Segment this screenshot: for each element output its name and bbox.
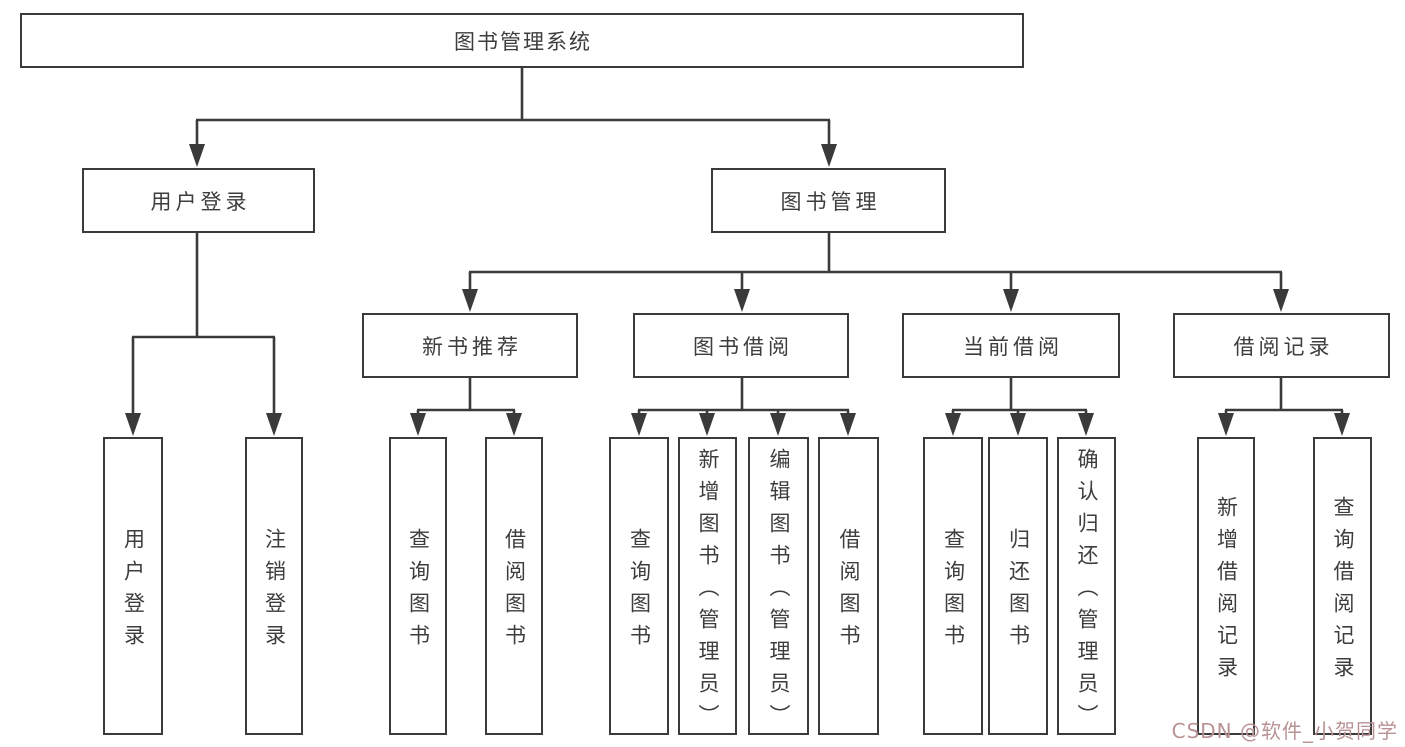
- leaf-query-books-current: 查询图书: [923, 437, 983, 735]
- leaf-edit-book-admin: 编辑图书（管理员）: [748, 437, 809, 736]
- leaf-logout: 注销登录: [245, 437, 303, 735]
- node-label: 图书管理: [780, 189, 881, 214]
- leaf-borrow-books: 借阅图书: [818, 437, 879, 735]
- node-label: 借阅图书: [502, 527, 527, 656]
- node-label: 图书管理系统: [454, 29, 592, 54]
- node-label: 借阅记录: [1233, 334, 1334, 359]
- node-label: 新增借阅记录: [1214, 495, 1239, 688]
- node-label: 新书推荐: [422, 334, 522, 359]
- watermark-text: CSDN @软件_小贺同学: [1171, 719, 1398, 743]
- node-label: 查询图书: [406, 527, 431, 656]
- leaf-query-books-recommend: 查询图书: [389, 437, 447, 735]
- node-book-borrow: 图书借阅: [633, 313, 849, 378]
- node-root: 图书管理系统: [20, 13, 1024, 68]
- node-user-login: 用户登录: [82, 168, 315, 233]
- leaf-confirm-return-admin: 确认归还（管理员）: [1057, 437, 1116, 736]
- node-label: 确认归还（管理员）: [1075, 447, 1099, 736]
- node-label: 归还图书: [1006, 527, 1031, 656]
- node-label: 查询图书: [627, 527, 652, 656]
- leaf-user-login: 用户登录: [103, 437, 163, 735]
- node-label: 注销登录: [262, 527, 287, 656]
- leaf-add-borrow-record: 新增借阅记录: [1197, 437, 1255, 735]
- node-current-borrow: 当前借阅: [902, 313, 1120, 378]
- leaf-query-books-borrow: 查询图书: [609, 437, 669, 735]
- node-label: 用户登录: [150, 189, 251, 214]
- node-borrow-records: 借阅记录: [1173, 313, 1390, 378]
- node-label: 查询借阅记录: [1331, 495, 1355, 688]
- node-label: 借阅图书: [837, 527, 861, 656]
- leaf-add-book-admin: 新增图书（管理员）: [678, 437, 737, 736]
- node-label: 新增图书（管理员）: [696, 447, 720, 736]
- leaf-return-book: 归还图书: [988, 437, 1048, 735]
- node-label: 编辑图书（管理员）: [767, 447, 791, 736]
- node-label: 图书借阅: [693, 334, 793, 359]
- node-book-management: 图书管理: [711, 168, 946, 233]
- node-label: 用户登录: [121, 527, 146, 656]
- node-new-book-recommend: 新书推荐: [362, 313, 578, 378]
- leaf-borrow-books-recommend: 借阅图书: [485, 437, 543, 735]
- node-label: 查询图书: [941, 527, 966, 656]
- node-label: 当前借阅: [963, 334, 1063, 359]
- leaf-query-borrow-record: 查询借阅记录: [1313, 437, 1372, 735]
